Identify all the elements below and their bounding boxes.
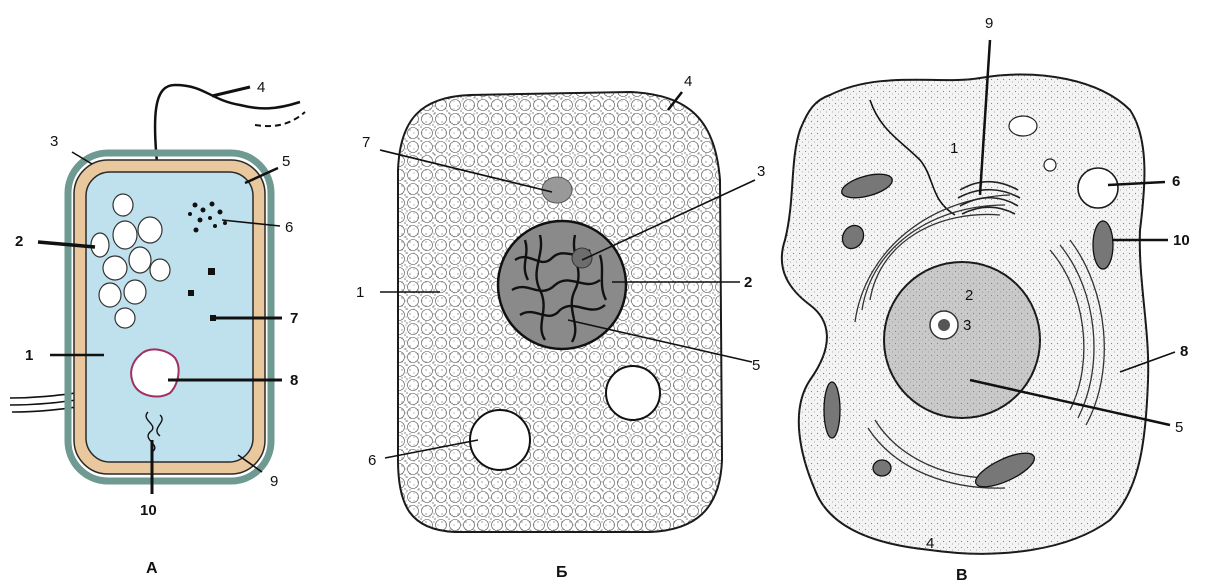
label-a-5: 5 xyxy=(282,153,290,170)
label-b-3: 3 xyxy=(757,163,765,180)
caption-a: А xyxy=(146,560,158,577)
panel-a-bacterial-cell: 1 2 3 4 5 6 7 8 9 10 А xyxy=(10,79,305,577)
panel-b-cell: 1 2 3 4 5 6 7 Б xyxy=(356,73,765,581)
label-a-6: 6 xyxy=(285,219,293,236)
label-a-7: 7 xyxy=(290,310,298,327)
label-b-2: 2 xyxy=(744,274,752,291)
nucleus-texture xyxy=(884,262,1040,418)
vesicle-2 xyxy=(1044,159,1056,171)
label-a-2: 2 xyxy=(15,233,23,250)
caption-b: Б xyxy=(556,564,568,581)
label-c-9: 9 xyxy=(985,15,993,32)
label-b-4: 4 xyxy=(684,73,692,90)
label-a-10: 10 xyxy=(140,502,157,519)
pili xyxy=(10,392,84,412)
label-c-5: 5 xyxy=(1175,419,1183,436)
nucleus xyxy=(498,221,626,349)
label-a-3: 3 xyxy=(50,133,58,150)
label-c-3: 3 xyxy=(963,317,971,334)
label-b-5: 5 xyxy=(752,357,760,374)
label-c-10: 10 xyxy=(1173,232,1190,249)
label-b-6: 6 xyxy=(368,452,376,469)
nucleolus-core xyxy=(938,319,950,331)
label-a-4: 4 xyxy=(257,79,265,96)
vacuole-2 xyxy=(470,410,530,470)
vesicle-1 xyxy=(1009,116,1037,136)
label-c-4: 4 xyxy=(926,535,934,552)
label-b-1: 1 xyxy=(356,284,364,301)
nucleoid xyxy=(131,349,178,396)
vacuole-1 xyxy=(606,366,660,420)
label-c-8: 8 xyxy=(1180,343,1188,360)
nucleolus xyxy=(572,248,592,268)
label-a-8: 8 xyxy=(290,372,298,389)
label-a-1: 1 xyxy=(25,347,33,364)
vacuole xyxy=(1078,168,1118,208)
label-a-9: 9 xyxy=(270,473,278,490)
caption-c: В xyxy=(956,567,968,584)
label-b-7: 7 xyxy=(362,134,370,151)
label-c-1: 1 xyxy=(950,140,958,157)
panel-c-animal-cell: 1 2 3 4 5 6 8 9 10 В xyxy=(782,15,1190,584)
leader-a-4 xyxy=(212,87,250,96)
label-c-6: 6 xyxy=(1172,173,1180,190)
flagellum-end xyxy=(255,112,305,126)
label-c-2: 2 xyxy=(965,287,973,304)
